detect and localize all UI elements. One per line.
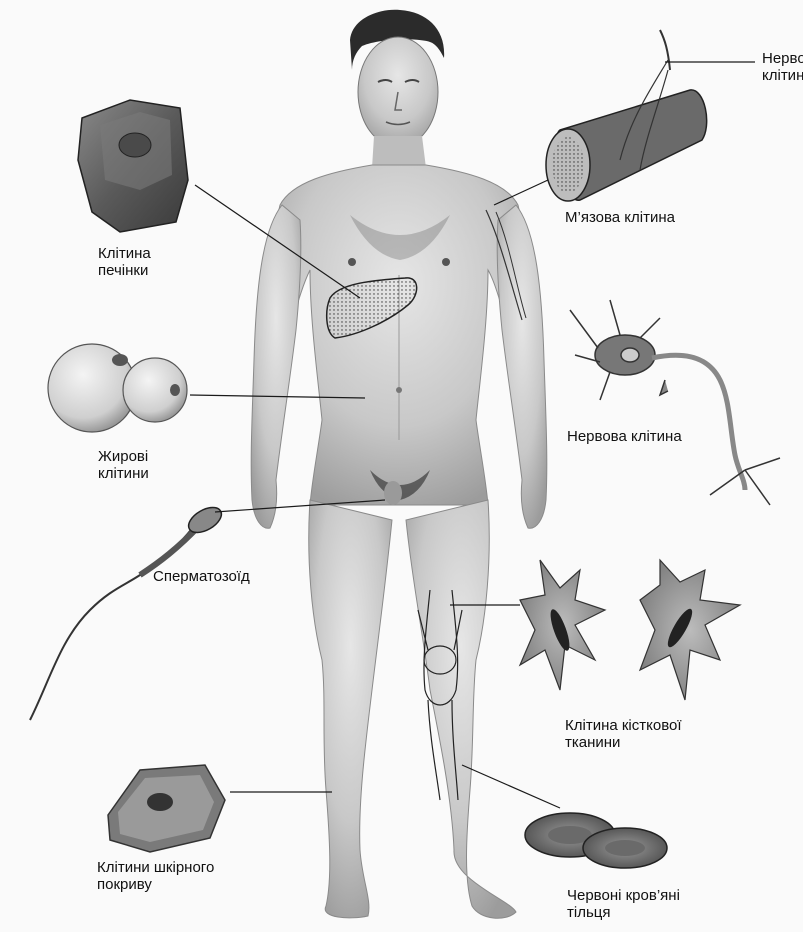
bone-cells [520, 560, 740, 700]
right-arm [251, 205, 301, 528]
right-leg [309, 500, 392, 918]
human-figure [251, 10, 547, 919]
red-blood-cells-label: Червоні кров’яні тільця [567, 887, 680, 921]
red-blood-cells [525, 813, 667, 868]
fat-cells [48, 344, 187, 432]
skin-cell [108, 765, 225, 852]
liver-cell-label: Клітина печінки [98, 245, 151, 279]
nerve-cell-label: Нервова клітина [567, 428, 682, 445]
liver-cell [78, 100, 188, 232]
fat-cells-label: Жирові клітини [98, 448, 149, 482]
nerve-cell-top-label: Нервова клітина [762, 50, 803, 84]
bone-cell-label: Клітина кісткової тканини [565, 717, 682, 751]
sperm-cell [30, 502, 226, 720]
muscle-cell-label: М’язова клітина [565, 209, 675, 226]
sperm-cell-label: Сперматозоїд [153, 568, 250, 585]
skin-cells-label: Клітини шкірного покриву [97, 859, 214, 893]
nerve-cell [570, 300, 780, 505]
left-arm [497, 205, 547, 528]
muscle-cell [546, 30, 707, 201]
left-leg [406, 500, 516, 918]
